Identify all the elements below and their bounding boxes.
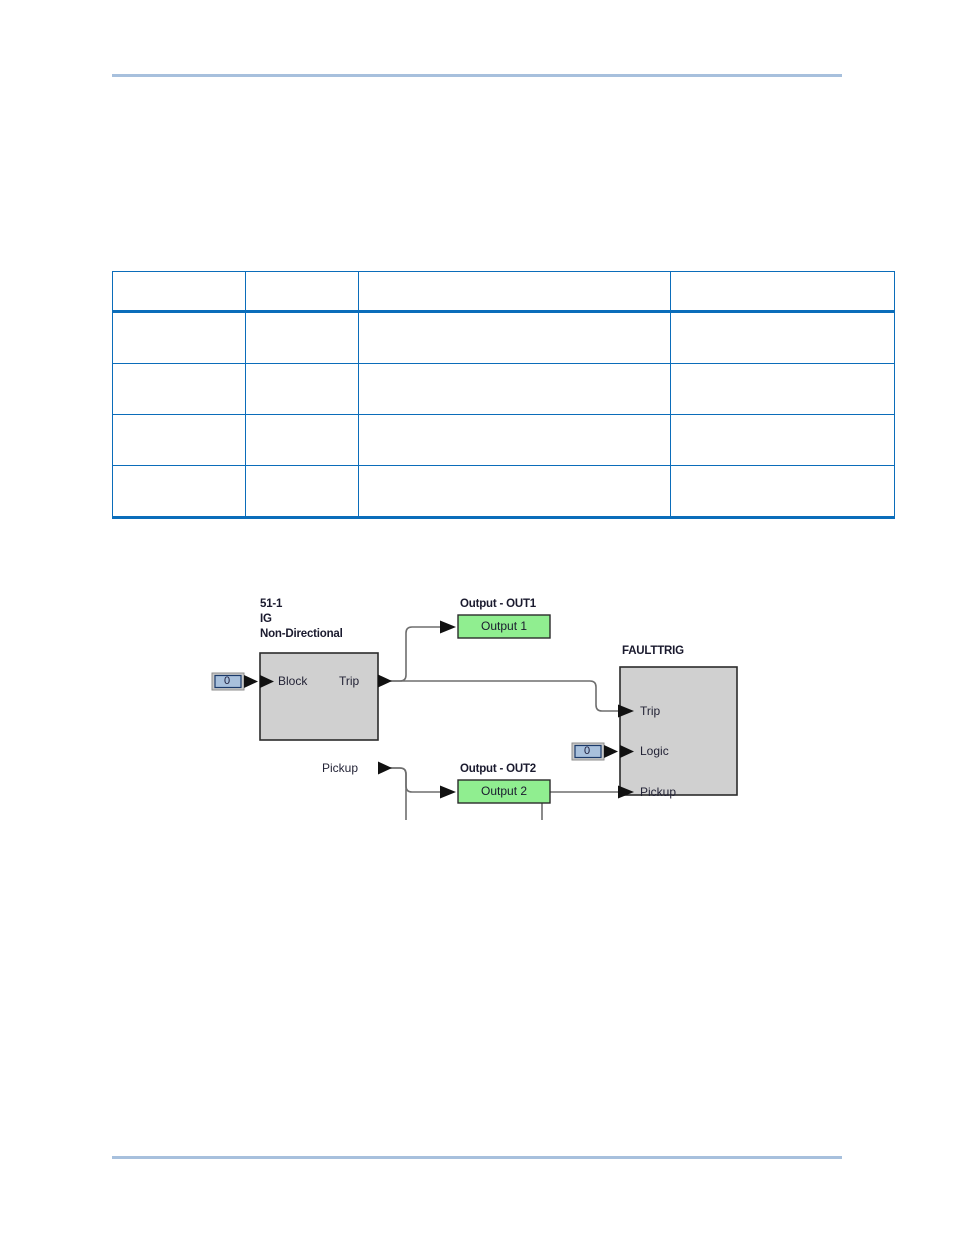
table-cell	[112, 414, 246, 466]
table-cell	[358, 311, 671, 364]
table-row	[112, 363, 895, 415]
table-cell	[245, 363, 359, 415]
function-block-51-1[interactable]	[259, 652, 379, 741]
header-rule	[112, 74, 842, 77]
table-cell	[112, 311, 246, 364]
table-header-cell-1	[112, 271, 246, 313]
wire-pickup-to-out2	[382, 767, 440, 793]
logic-diagram-canvas	[211, 614, 738, 820]
arrowhead-into-ft-logic	[620, 745, 634, 758]
wire-trip-to-out1	[382, 626, 440, 682]
table-cell	[245, 465, 359, 519]
arrowhead-into-out2	[440, 785, 456, 799]
table-header-row	[112, 271, 895, 313]
arrowhead-pickup-out	[378, 761, 392, 775]
table-header-cell-3	[358, 271, 671, 313]
arrowhead-into-out1	[440, 620, 456, 634]
table-cell	[670, 414, 895, 466]
spec-table	[112, 271, 895, 519]
arrowhead-into-ft-pickup	[618, 785, 634, 799]
table-cell	[358, 465, 671, 519]
footer-rule	[112, 1156, 842, 1159]
output-box-out1[interactable]	[457, 614, 551, 639]
table-cell	[670, 363, 895, 415]
arrowhead-group	[244, 620, 634, 799]
table-cell	[670, 465, 895, 519]
input-tag-block[interactable]	[211, 672, 245, 691]
arrowhead-trip-out	[378, 674, 392, 688]
table-header-cell-4	[670, 271, 895, 313]
table-row	[112, 311, 895, 364]
wire-trip-to-faulttrig-trip	[382, 680, 620, 712]
table-cell	[358, 363, 671, 415]
table-cell	[112, 465, 246, 519]
output-box-out2[interactable]	[457, 779, 551, 804]
table-row	[112, 465, 895, 519]
table-cell	[358, 414, 671, 466]
input-tag-logic[interactable]	[571, 742, 605, 761]
table-cell	[670, 311, 895, 364]
table-cell	[245, 414, 359, 466]
table-cell	[245, 311, 359, 364]
function-block-faulttrig[interactable]	[619, 666, 738, 796]
arrowhead-tag-to-block	[244, 675, 258, 688]
arrowhead-tag-to-logic	[604, 745, 618, 758]
logic-diagram: 51-1 IG Non-Directional Block Trip Picku…	[200, 580, 770, 820]
table-cell	[112, 363, 246, 415]
table-header-cell-2	[245, 271, 359, 313]
arrowhead-block-in	[260, 675, 274, 688]
arrowhead-into-ft-trip	[618, 704, 634, 718]
table-row	[112, 414, 895, 466]
